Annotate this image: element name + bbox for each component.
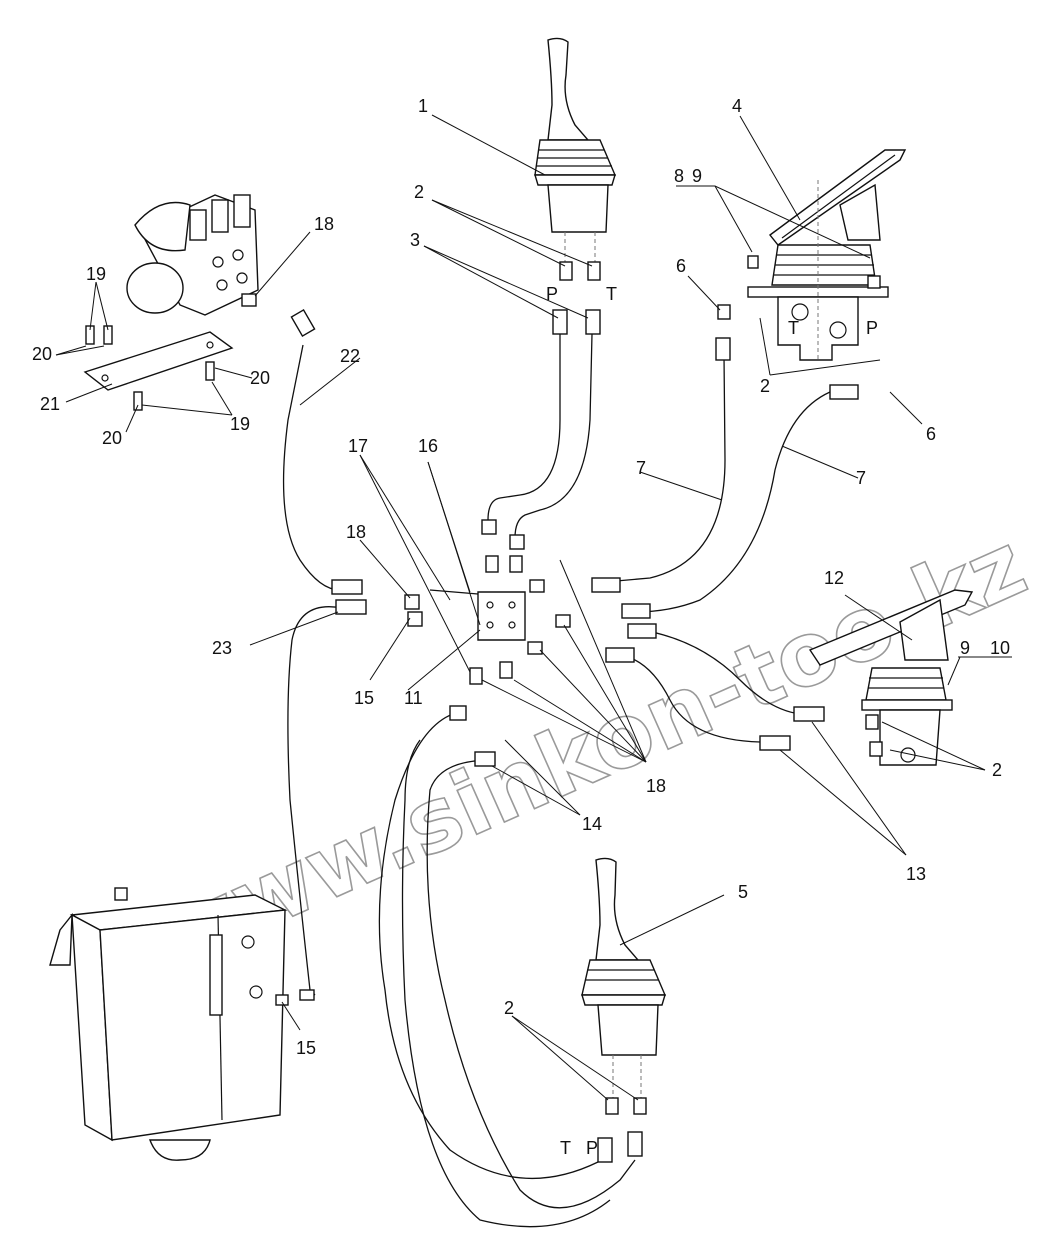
callout-9-lower: 9	[960, 638, 970, 658]
leader-lines	[55, 114, 1012, 1101]
port-t-lower-joystick: T	[560, 1138, 571, 1158]
hose-7b	[634, 391, 831, 613]
hose-13a	[641, 629, 801, 715]
callout-2-upper-pedal: 2	[760, 376, 770, 396]
hose-14b	[426, 759, 636, 1209]
port-t-upper-pedal: T	[788, 318, 799, 338]
hose-3a	[487, 334, 561, 521]
callout-3: 3	[410, 230, 420, 250]
port-p-upper-pedal: P	[866, 318, 878, 338]
distribution-block	[404, 555, 571, 685]
callout-labels: 1 2 3 4 8 9 6 2 6 7 7 18 19 20 21 22 20 …	[32, 96, 1010, 1058]
hose-3b	[514, 333, 593, 539]
callout-15-center: 15	[354, 688, 374, 708]
callout-4: 4	[732, 96, 742, 116]
hose-23	[287, 606, 343, 996]
hoses	[282, 333, 831, 1228]
callout-18-lower: 18	[646, 776, 666, 796]
joystick-upper	[534, 37, 617, 335]
callout-13: 13	[906, 864, 926, 884]
callout-20-bottom: 20	[102, 428, 122, 448]
callout-7-right: 7	[856, 468, 866, 488]
callout-1: 1	[418, 96, 428, 116]
callout-2-lower-pedal: 2	[992, 760, 1002, 780]
callout-6-upper: 6	[676, 256, 686, 276]
joystick-lower	[581, 857, 667, 1163]
callout-10: 10	[990, 638, 1010, 658]
callout-14: 14	[582, 814, 602, 834]
callout-16: 16	[418, 436, 438, 456]
hose-13b	[619, 654, 761, 743]
mounting-bracket	[83, 325, 234, 411]
callout-23: 23	[212, 638, 232, 658]
callout-17: 17	[348, 436, 368, 456]
callout-19-upper: 19	[86, 264, 106, 284]
callout-19-lower: 19	[230, 414, 250, 434]
callout-21: 21	[40, 394, 60, 414]
callout-8: 8	[674, 166, 684, 186]
hose-lower-left	[401, 739, 611, 1228]
callout-12: 12	[824, 568, 844, 588]
port-p-upper-joystick: P	[546, 284, 558, 304]
callout-7-left: 7	[636, 458, 646, 478]
hose-14a	[378, 711, 599, 1179]
callout-11: 11	[404, 688, 423, 708]
callout-2-upper-joystick: 2	[414, 182, 424, 202]
callout-15-lower: 15	[296, 1038, 316, 1058]
pedal-valve-lower	[808, 589, 974, 766]
callout-22: 22	[340, 346, 360, 366]
pump-valve-block	[126, 194, 259, 316]
callout-2-lower-joystick: 2	[504, 998, 514, 1018]
callout-18-center: 18	[346, 522, 366, 542]
port-p-lower-joystick: P	[586, 1138, 598, 1158]
port-labels: P T T P T P	[546, 284, 878, 1158]
hose-7a	[604, 354, 726, 583]
hose-22	[282, 344, 341, 591]
callout-20-left: 20	[32, 344, 52, 364]
callout-6-lower: 6	[926, 424, 936, 444]
callout-18-upper: 18	[314, 214, 334, 234]
callout-9-upper: 9	[692, 166, 702, 186]
callout-20-right: 20	[250, 368, 270, 388]
control-box	[49, 887, 288, 1161]
port-t-upper-joystick: T	[606, 284, 617, 304]
callout-5: 5	[738, 882, 748, 902]
hose-fittings	[275, 304, 883, 1006]
pedal-valve-upper	[747, 149, 907, 361]
